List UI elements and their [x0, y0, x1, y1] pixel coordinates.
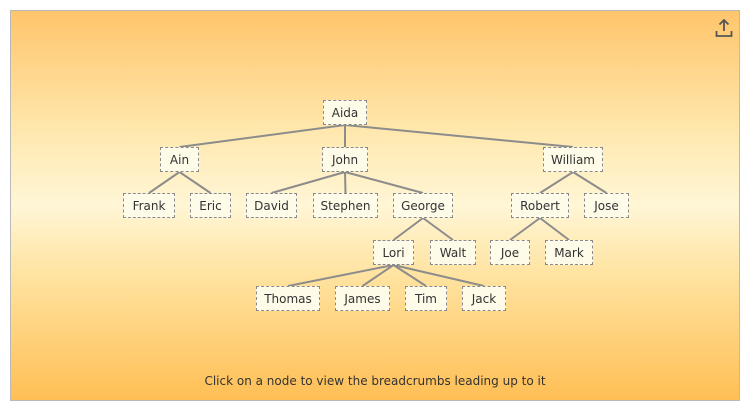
node-thomas[interactable]: Thomas	[256, 286, 320, 311]
node-david[interactable]: David	[246, 193, 297, 218]
node-tim[interactable]: Tim	[405, 286, 447, 311]
node-jose[interactable]: Jose	[584, 193, 629, 218]
node-lori[interactable]: Lori	[373, 240, 414, 265]
node-eric[interactable]: Eric	[190, 193, 231, 218]
node-walt[interactable]: Walt	[430, 240, 476, 265]
node-aida[interactable]: Aida	[323, 100, 367, 125]
node-james[interactable]: James	[335, 286, 390, 311]
node-john[interactable]: John	[322, 147, 368, 172]
node-joe[interactable]: Joe	[490, 240, 530, 265]
node-stephen[interactable]: Stephen	[313, 193, 378, 218]
node-robert[interactable]: Robert	[511, 193, 569, 218]
node-ain[interactable]: Ain	[160, 147, 199, 172]
node-mark[interactable]: Mark	[545, 240, 593, 265]
export-button[interactable]	[713, 17, 735, 39]
node-george[interactable]: George	[393, 193, 453, 218]
node-frank[interactable]: Frank	[123, 193, 175, 218]
node-jack[interactable]: Jack	[462, 286, 506, 311]
export-upload-icon	[715, 18, 733, 37]
hint-text: Click on a node to view the breadcrumbs …	[204, 374, 546, 388]
node-william[interactable]: William	[543, 147, 603, 172]
